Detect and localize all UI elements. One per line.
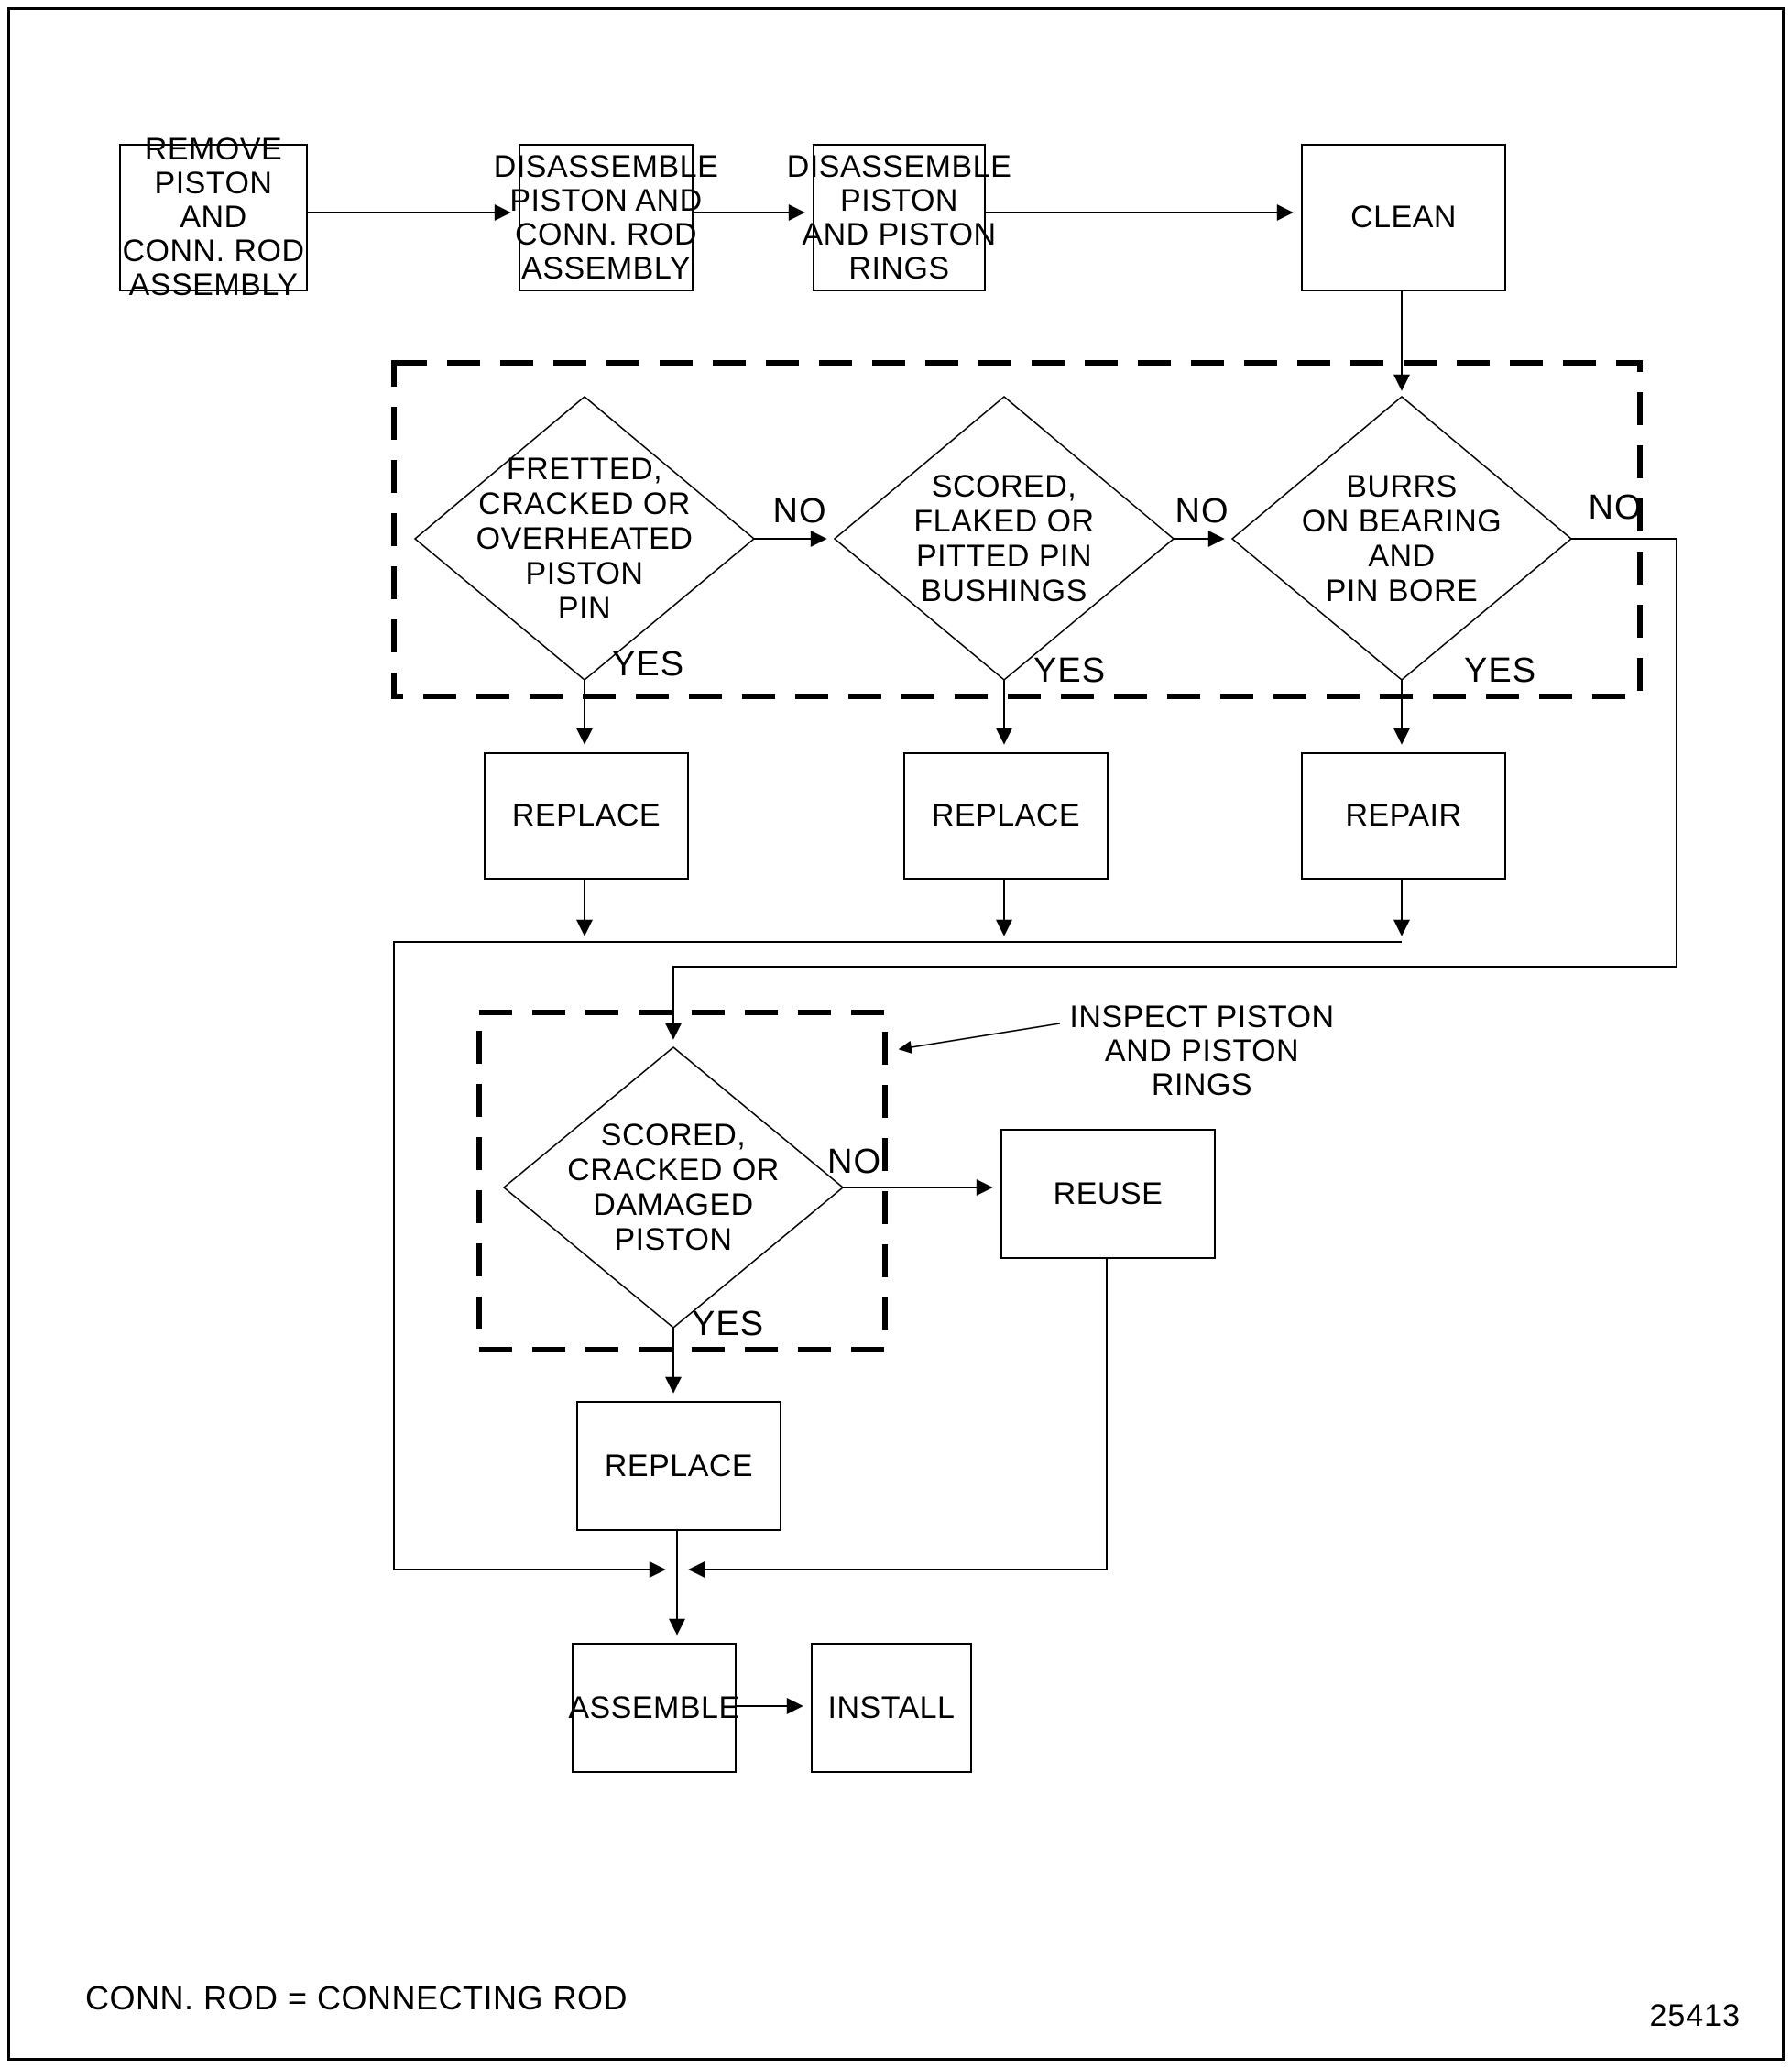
figure-number: 25413 [1649, 1998, 1741, 2033]
edge-label-no-bushings: NO [1175, 492, 1229, 531]
edge-label-no-burrs: NO [1588, 488, 1643, 527]
legend-footnote: CONN. ROD = CONNECTING ROD [85, 1979, 628, 2017]
node-replace-pin: REPLACE [484, 752, 689, 880]
decision-pin-text: FRETTED, CRACKED OR OVERHEATED PISTON PI… [475, 451, 694, 626]
node-replace-piston: REPLACE [576, 1401, 781, 1531]
decision-burrs-text: BURRS ON BEARING AND PIN BORE [1301, 468, 1502, 608]
flow-arrows [304, 204, 1677, 1714]
inspect-callout-line [898, 1023, 1061, 1055]
node-assemble: ASSEMBLE [568, 1643, 739, 1773]
node-reuse: REUSE [1000, 1129, 1216, 1259]
page-border [7, 7, 1785, 2061]
node-replace-bushings: REPLACE [903, 752, 1109, 880]
edge-label-yes-bushings: YES [1033, 651, 1107, 690]
node-remove-piston: REMOVE PISTON AND CONN. ROD ASSEMBLY [119, 133, 308, 302]
node-repair-bore: REPAIR [1301, 752, 1506, 880]
inspect-pin-dashed-box [391, 360, 1643, 699]
edge-label-no-pin: NO [772, 492, 827, 531]
edge-label-yes-pin: YES [612, 645, 685, 684]
edge-label-yes-piston: YES [692, 1305, 765, 1343]
decision-diamonds [413, 395, 1573, 1329]
node-disassemble-piston-rings: DISASSEMBLE PISTON AND PISTON RINGS [787, 144, 1011, 291]
decision-bushings-text: SCORED, FLAKED OR PITTED PIN BUSHINGS [913, 468, 1095, 608]
node-disassemble-piston-rod: DISASSEMBLE PISTON AND CONN. ROD ASSEMBL… [494, 144, 718, 291]
decision-piston-text: SCORED, CRACKED OR DAMAGED PISTON [567, 1118, 780, 1257]
edge-label-no-piston: NO [827, 1143, 881, 1181]
edge-label-yes-burrs: YES [1464, 651, 1537, 690]
node-install: INSTALL [811, 1643, 972, 1773]
inspect-piston-annotation: INSPECT PISTON AND PISTON RINGS [1069, 1000, 1335, 1102]
node-clean: CLEAN [1301, 144, 1506, 291]
